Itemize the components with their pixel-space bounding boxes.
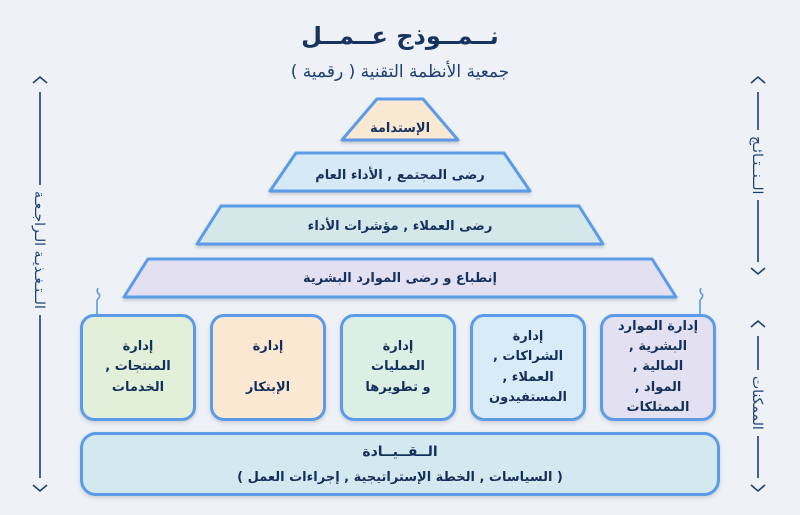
tier-label: الإستدامة [369,121,431,136]
left-top-chevron [32,75,48,84]
right-bottom-chevron-down [750,484,766,493]
leadership-subtitle: ( السياسات , الخطة الإستراتيجية , إجراءا… [237,470,563,485]
tier-label: إنطباع و رضى الموارد البشرية [303,271,497,286]
enabler-innovation: إدارة الإبتكار [210,314,326,421]
left-side-label: الــتـغـذيـة الـراجـعـة [31,185,47,315]
leadership-base: الــقــيــادة ( السياسات , الخطة الإسترا… [80,432,720,496]
right-top-chevron-up [750,75,766,84]
enabler-hr: إدارة الموارد البشرية , المالية , المواد… [600,314,716,421]
right-hook-icon [699,287,704,301]
right-bottom-chevron-up [750,319,766,328]
right-top-side-label: الــنــتـائـج [749,130,765,201]
tier-customers [195,204,605,246]
page-title: نــمــوذج عــمــل [301,22,499,50]
left-hook-icon [96,287,101,301]
enabler-partnerships: إدارة الشراكات , العملاء , المستفيدون [470,314,586,421]
enabler-products: إدارة المنتجات , الخدمات [80,314,196,421]
tier-community [268,151,532,193]
tier-label: رضى المجتمع , الأداء العام [315,168,485,183]
tier-sustainability [340,97,460,142]
tier-label: رضى العملاء , مؤشرات الأداء [307,219,493,234]
right-top-chevron-down [750,267,766,276]
leadership-title: الــقــيــادة [362,444,438,460]
right-bottom-side-label: الممكنات [749,370,765,436]
tier-hr [122,257,678,299]
left-bottom-chevron [32,484,48,493]
page-subtitle: جمعية الأنظمة التقنية ( رقمية ) [290,62,510,82]
enabler-operations: إدارة العمليات و تطويرها [340,314,456,421]
